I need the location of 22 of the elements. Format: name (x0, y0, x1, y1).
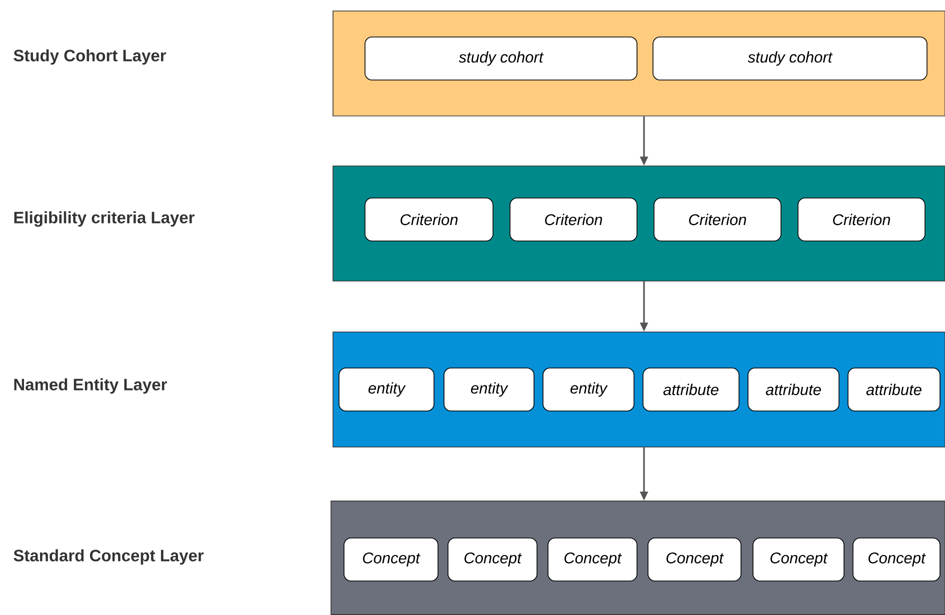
item-box: entity (444, 368, 534, 412)
item-box: Criterion (798, 198, 926, 242)
layer-heading: Standard Concept Layer (14, 549, 204, 565)
layer-heading: Study Cohort Layer (14, 49, 166, 65)
item-box: Criterion (510, 198, 638, 242)
layer-heading: Eligibility criteria Layer (14, 211, 195, 227)
item-box: attribute (848, 368, 940, 412)
item-box: Concept (448, 538, 538, 582)
item-box: Criterion (364, 198, 494, 242)
layer-heading: Named Entity Layer (14, 378, 167, 394)
item-box: Concept (752, 538, 844, 582)
item-box: Concept (344, 538, 438, 582)
item-box: Concept (548, 538, 638, 582)
item-box: entity (542, 368, 634, 412)
item-box: attribute (748, 368, 840, 412)
item-box: study cohort (364, 36, 638, 80)
item-box: attribute (642, 368, 740, 412)
item-box: entity (338, 368, 434, 412)
item-box: Concept (648, 538, 742, 582)
item-box: Criterion (654, 198, 782, 242)
item-box: study cohort (652, 36, 928, 80)
item-box: Concept (852, 538, 940, 582)
